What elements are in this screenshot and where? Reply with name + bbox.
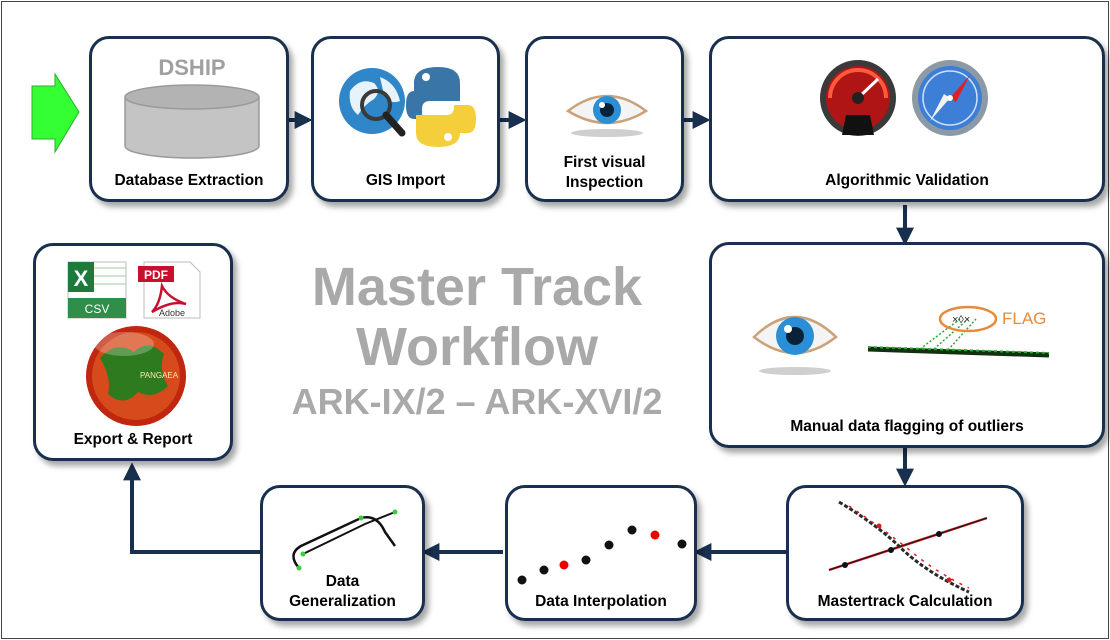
track-lines-icon <box>828 500 988 594</box>
flagged-track-icon: ×◊× FLAG <box>867 305 1050 358</box>
generalized-line-icon <box>292 509 398 571</box>
eye-icon <box>752 315 838 375</box>
step-algorithmic-validation: Algorithmic Validation <box>709 36 1105 202</box>
step-database-extraction: DSHIP Database Extraction <box>89 36 289 202</box>
step-data-interpolation: Data Interpolation <box>505 485 697 621</box>
database-cylinder-icon: DSHIP <box>124 55 260 159</box>
flag-text: FLAG <box>1002 309 1046 328</box>
pangaea-text: PANGAEA <box>140 371 179 380</box>
diagram-title-line1: Master Track <box>311 257 643 317</box>
step-first-visual-inspection: First visual Inspection <box>525 36 684 202</box>
step-manual-data-flagging: ×◊× FLAG Manual data flagging of outlier… <box>709 242 1105 448</box>
diagram-title-line2: Workflow <box>356 317 598 377</box>
scatter-points-icon <box>517 525 687 585</box>
speedometer-compass-icon <box>820 60 988 136</box>
step-label: Database Extraction <box>114 172 264 189</box>
dship-text: DSHIP <box>158 55 225 80</box>
entry-arrow <box>31 72 80 154</box>
step-label-line1: Data <box>325 573 360 590</box>
step-label: Data Interpolation <box>535 593 667 610</box>
step-label: Manual data flagging of outliers <box>790 418 1024 435</box>
arrow-generalization-to-export <box>123 462 260 554</box>
step-label: Algorithmic Validation <box>825 172 989 189</box>
diagram-title-block: Master Track Workflow ARK-IX/2 – ARK-XVI… <box>252 257 702 427</box>
pdf-text: PDF <box>144 268 168 282</box>
globe-magnifier-icon <box>339 67 476 147</box>
excel-letter: X <box>74 266 89 291</box>
adobe-text: Adobe <box>159 308 185 318</box>
step-label-line1: First visual <box>563 154 646 171</box>
diagram-subtitle: ARK-IX/2 – ARK-XVI/2 <box>291 381 663 422</box>
step-gis-import: GIS Import <box>311 36 500 202</box>
step-label: Export & Report <box>73 431 193 448</box>
step-data-generalization: Data Generalization <box>260 485 425 621</box>
step-label: GIS Import <box>365 172 446 189</box>
step-export-report: X CSV PDF Adobe PANGAEA Export & Report <box>33 243 233 461</box>
export-files-icon: X CSV PDF Adobe PANGAEA <box>67 261 201 426</box>
svg-text:×◊×: ×◊× <box>952 314 970 326</box>
step-label: Mastertrack Calculation <box>817 593 993 610</box>
eye-icon <box>565 94 649 137</box>
csv-text: CSV <box>85 302 110 316</box>
step-mastertrack-calculation: Mastertrack Calculation <box>786 485 1024 621</box>
step-label-line2: Inspection <box>565 174 644 191</box>
step-label-line2: Generalization <box>289 593 396 610</box>
